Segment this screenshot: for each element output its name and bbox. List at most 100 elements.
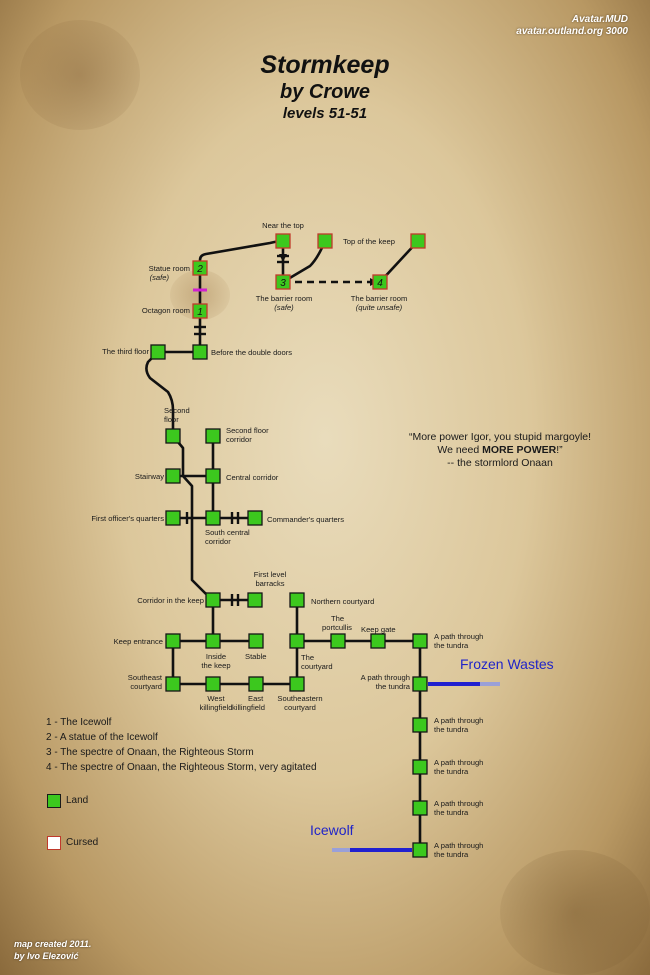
map-author: by Crowe [279,81,371,103]
room-label: corridor [226,435,252,444]
room-commander [247,510,263,526]
room-note: (safe) [274,303,294,312]
room-label: A path through [434,841,484,850]
room-label: Before the double doors [211,348,293,357]
note-item: 2 - A statue of the Icewolf [46,732,158,743]
room-note: (safe) [149,273,169,282]
room-the-court [289,633,305,649]
room-keep-entrance [165,633,181,649]
room-label: Commander's quarters [267,515,344,524]
quote-line2: We need MORE POWER!” [437,444,563,456]
room-path4 [412,759,428,775]
room-portcullis [330,633,346,649]
room-label: courtyard [301,662,333,671]
room-label: the tundra [434,725,469,734]
room-first-barracks [247,592,263,608]
room-label: corridor [205,537,231,546]
room-label: Central corridor [226,473,279,482]
room-label: A path through [434,758,484,767]
legend-land-label: Land [66,795,89,806]
room-label: The barrier room [255,294,313,303]
room-label: Stairway [134,472,164,481]
map-title-block: Stormkeep by Crowe levels 51-51 [0,50,650,123]
room-label: Keep gate [361,625,396,634]
room-label: A path through [434,799,484,808]
room-label: Top of the keep [343,237,395,246]
path-statue-near-top [198,239,284,268]
legend-cursed-swatch [47,836,61,850]
note-item: 1 - The Icewolf [46,717,112,728]
room-up-room [317,233,333,249]
region-label-icewolf: Icewolf [310,822,354,838]
room-marker-2: 2 [196,264,203,275]
room-label: barracks [255,579,285,588]
room-path3 [412,717,428,733]
room-second-corr [205,428,221,444]
room-label: the keep [201,661,231,670]
room-note: (quite unsafe) [355,303,403,312]
room-label: the tundra [434,850,469,859]
arrow-down-icon [279,254,287,262]
room-label: Inside [205,652,227,661]
credit-line1: Avatar.MUD [571,14,628,25]
room-label: A path through [360,673,410,682]
room-label: Southeastern [277,694,323,703]
room-barrier3 [275,274,291,290]
room-path5 [412,800,428,816]
room-label: Stable [245,652,267,661]
room-label: The [301,653,315,662]
room-first-officer [165,510,181,526]
legend-land-swatch [47,794,61,808]
map-title: Stormkeep [260,51,390,79]
room-label: the tundra [375,682,410,691]
room-before-doors [192,344,208,360]
room-stable [248,633,264,649]
room-path2 [412,676,428,692]
footer-line2: by Ivo Elezović [14,951,79,961]
room-statue-room [192,260,208,276]
room-label: Southeast [127,673,162,682]
room-label: The [331,614,345,623]
room-west-kill [205,676,221,692]
room-inside-keep [205,633,221,649]
room-corr-keep [205,592,221,608]
region-label-frozen-wastes: Frozen Wastes [460,656,554,672]
room-label: floor [164,415,179,424]
note-item: 3 - The spectre of Onaan, the Righteous … [46,747,254,758]
footer-line1: map created 2011. [14,939,92,949]
room-label: A path through [434,716,484,725]
room-label: The barrier room [350,294,408,303]
room-label: the tundra [434,641,469,650]
room-path1 [412,633,428,649]
room-label: portcullis [322,623,352,632]
room-near-top [275,233,291,249]
room-label: A path through [434,632,484,641]
room-label: killingfield [199,703,233,712]
room-marker-4: 4 [377,278,383,289]
room-label: Second floor [226,426,269,435]
quote-line1: “More power Igor, you stupid margoyle! [408,431,592,443]
room-top-keep [410,233,426,249]
monster-notes: 1 - The Icewolf 2 - A statue of the Icew… [46,715,317,775]
room-path6 [412,842,428,858]
room-label: Second [164,406,190,415]
quote-attribution: -- the stormlord Onaan [447,457,553,469]
room-stairway [165,468,181,484]
room-label: First officer's quarters [91,514,164,523]
site-credit: Avatar.MUD avatar.outland.org 3000 [516,14,628,38]
room-north-court [289,592,305,608]
room-third-floor [150,344,166,360]
room-marker-1: 1 [197,307,203,318]
room-octagon [192,303,208,319]
room-label: West [207,694,225,703]
map-levels: levels 51-51 [282,105,368,122]
note-item: 4 - The spectre of Onaan, the Righteous … [46,762,317,773]
legend-cursed-label: Cursed [66,837,99,848]
room-central-corr [205,468,221,484]
room-se-courtyard [165,676,181,692]
quote-block: “More power Igor, you stupid margoyle! W… [380,431,620,470]
room-label: the tundra [434,808,469,817]
room-label: Northern courtyard [311,597,375,606]
